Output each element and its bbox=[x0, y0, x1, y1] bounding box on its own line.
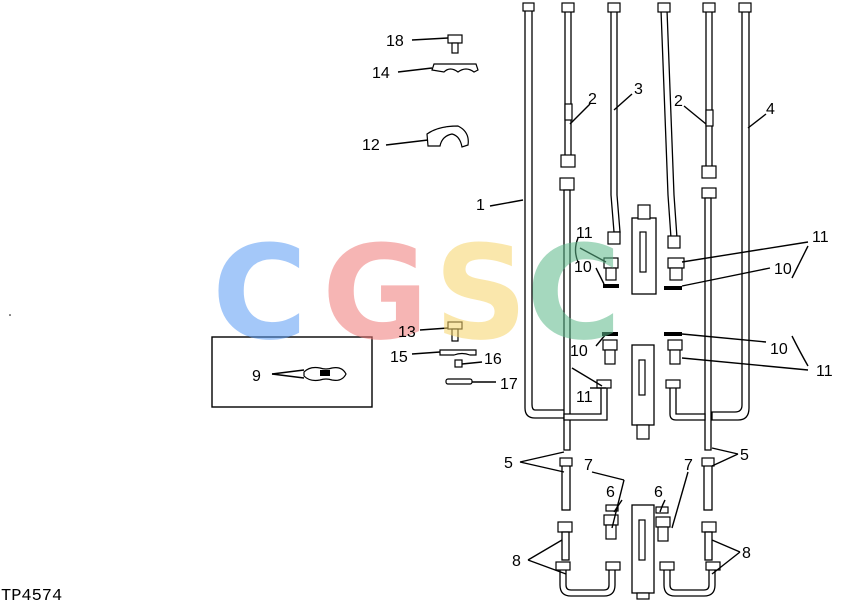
line-5-left-lower bbox=[559, 457, 573, 511]
line-2-right-upper bbox=[657, 2, 681, 249]
line-4-long-u-tube bbox=[711, 2, 752, 421]
callout-16: 16 bbox=[484, 351, 502, 368]
part-13-bolt bbox=[447, 321, 463, 342]
watermark-letter-c1: C bbox=[212, 217, 307, 369]
callout-11-upper-right: 11 bbox=[812, 229, 829, 246]
fitting-assembly-right-upper bbox=[664, 257, 685, 290]
fitting-6-7-right bbox=[655, 506, 671, 542]
callout-1: 1 bbox=[476, 197, 485, 214]
bottom-u-tube-right bbox=[659, 561, 721, 597]
callout-11-upper-left: 11 bbox=[576, 225, 593, 242]
callout-2-left: 2 bbox=[588, 91, 597, 108]
callout-17: 17 bbox=[500, 376, 518, 393]
line-5-right-lower bbox=[701, 457, 715, 511]
leader-lines bbox=[271, 37, 809, 575]
part-17-spacer bbox=[445, 378, 473, 385]
cylinder-upper-center bbox=[631, 204, 657, 295]
stray-dot bbox=[9, 314, 11, 316]
bottom-u-tube-left bbox=[555, 561, 621, 597]
watermark-letter-c2: C bbox=[526, 217, 621, 369]
callout-labels: 18 14 12 1 2 3 2 4 11 10 11 10 13 10 11 … bbox=[252, 33, 833, 570]
callout-5-left: 5 bbox=[504, 455, 513, 472]
line-2-left-upper bbox=[560, 2, 576, 168]
callout-18: 18 bbox=[386, 33, 404, 50]
fitting-assembly-left-lower bbox=[602, 332, 618, 365]
line-left-middle-long bbox=[559, 177, 575, 451]
callout-9: 9 bbox=[252, 368, 261, 385]
callout-5-right: 5 bbox=[740, 447, 749, 464]
cylinder-middle-center bbox=[631, 344, 655, 440]
line-8-right-lower bbox=[701, 521, 717, 561]
cylinder-lower-center bbox=[631, 504, 655, 600]
part-15-clamp bbox=[439, 349, 477, 356]
line-3-bent bbox=[607, 2, 621, 245]
callout-6-left: 6 bbox=[606, 484, 615, 501]
short-u-tube-right-middle bbox=[665, 379, 706, 421]
callout-10-lower-right: 10 bbox=[770, 341, 788, 358]
line-right-upper-straight bbox=[701, 2, 717, 179]
part-12-clamp-bracket bbox=[426, 125, 469, 148]
watermark: C G S C bbox=[212, 217, 621, 369]
callout-8-right: 8 bbox=[742, 545, 751, 562]
callout-15: 15 bbox=[390, 349, 408, 366]
line-right-middle-long bbox=[701, 187, 717, 451]
callout-10-upper-left: 10 bbox=[574, 259, 592, 276]
callout-14: 14 bbox=[372, 65, 390, 82]
callout-8-left: 8 bbox=[512, 553, 521, 570]
figure-reference: TP4574 bbox=[1, 587, 62, 604]
callout-4: 4 bbox=[766, 101, 775, 118]
watermark-letter-s: S bbox=[434, 217, 528, 369]
callout-12: 12 bbox=[362, 137, 380, 154]
callout-2-right: 2 bbox=[674, 93, 683, 110]
fitting-assembly-left-upper bbox=[603, 257, 619, 288]
part-14-clamp-plate bbox=[431, 63, 479, 73]
fitting-assembly-right-lower bbox=[664, 332, 683, 365]
callout-6-right: 6 bbox=[654, 484, 663, 501]
callout-7-left: 7 bbox=[584, 457, 593, 474]
callout-10-lower-left: 10 bbox=[570, 343, 588, 360]
fitting-6-7-left bbox=[603, 504, 619, 540]
callout-11-lower-right: 11 bbox=[816, 363, 833, 380]
watermark-letter-g: G bbox=[322, 217, 429, 369]
part-18-bolt bbox=[447, 34, 463, 54]
part-9-inset-box bbox=[211, 336, 373, 408]
callout-3: 3 bbox=[634, 81, 643, 98]
callout-10-upper-right: 10 bbox=[774, 261, 792, 278]
callout-13: 13 bbox=[398, 324, 416, 341]
line-8-left-lower bbox=[557, 521, 573, 561]
callout-7-right: 7 bbox=[684, 457, 693, 474]
callout-11-lower-left: 11 bbox=[576, 389, 593, 406]
part-9-clamp-pair bbox=[303, 366, 347, 382]
